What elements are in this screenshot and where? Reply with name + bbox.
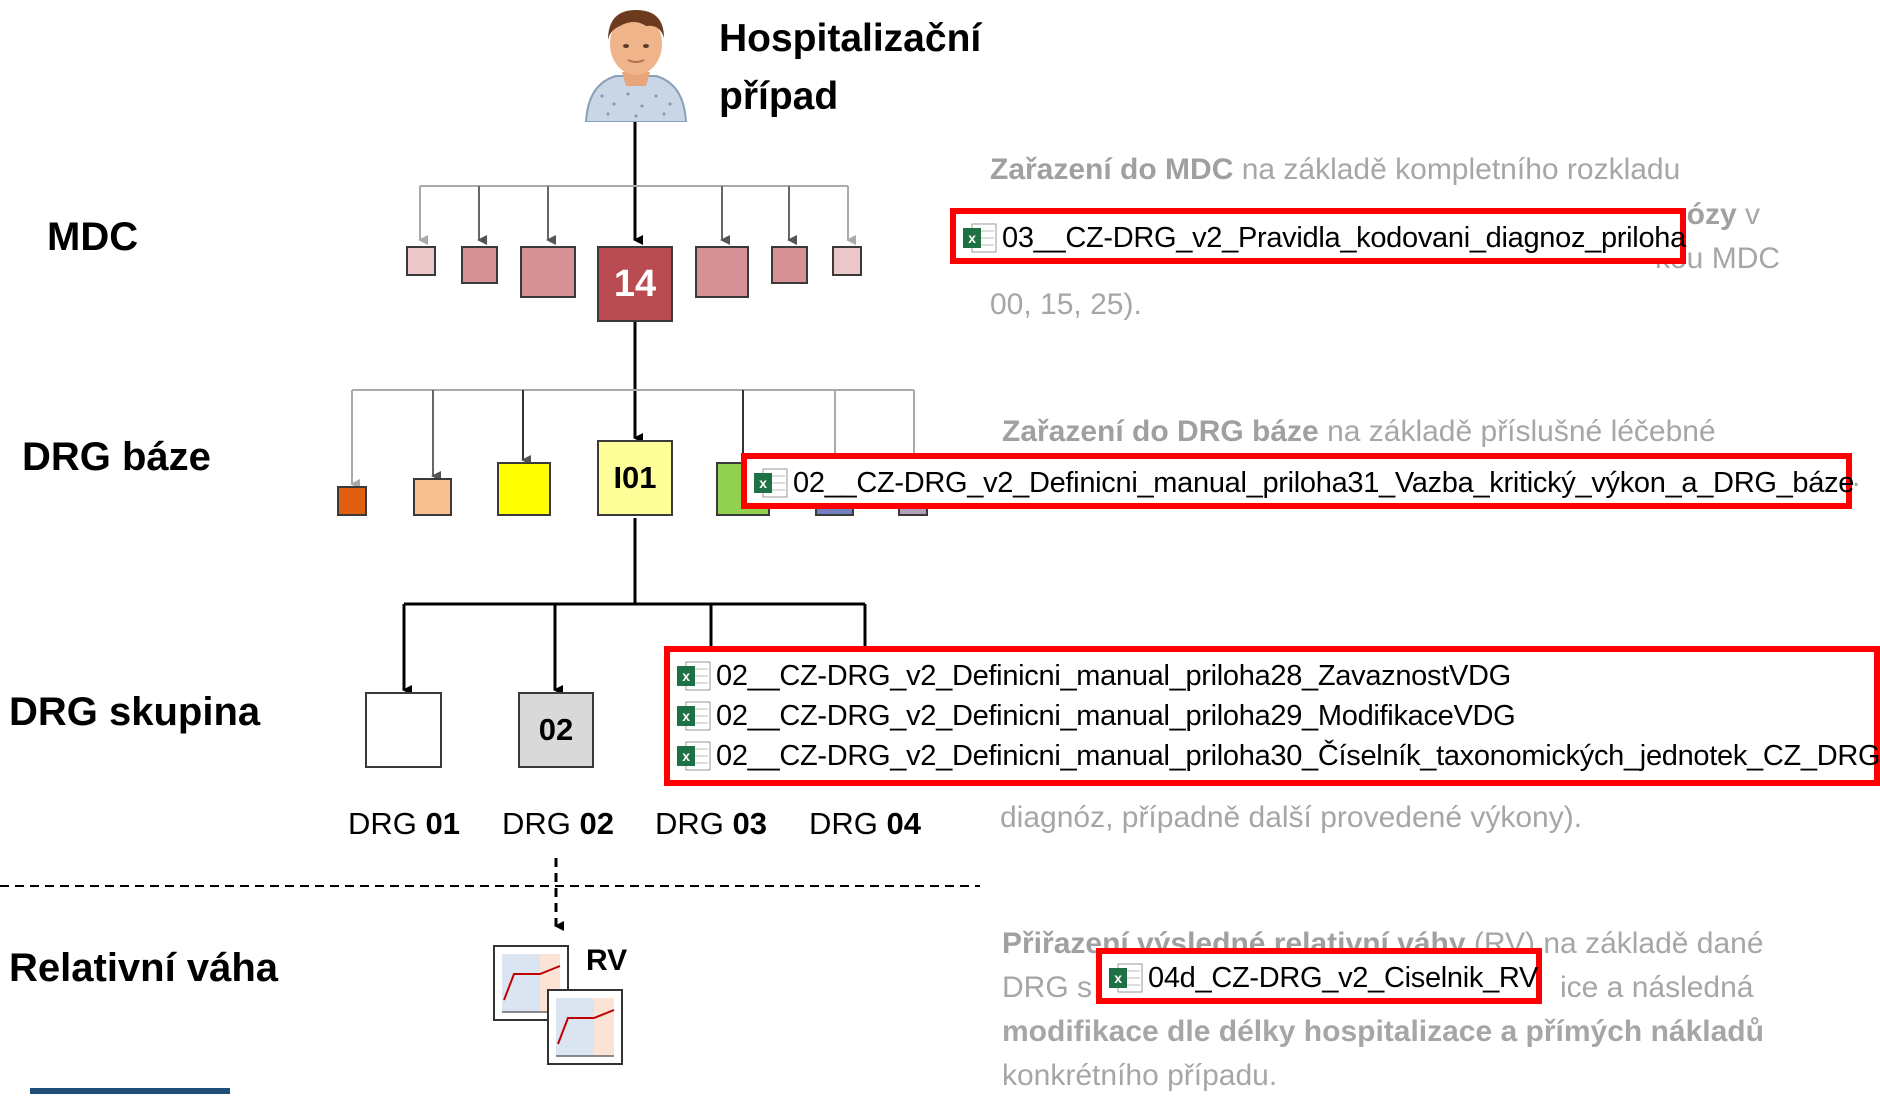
drg-label-04: DRG 04: [809, 806, 921, 842]
mdc-box: [461, 246, 498, 284]
svg-text:x: x: [682, 708, 690, 724]
skupina-box-01: [365, 692, 442, 768]
mdc-selected-label: 14: [613, 262, 657, 305]
drg-label-01: DRG 01: [348, 806, 460, 842]
desc-rv-line2b: ice a následná: [1560, 971, 1754, 1004]
desc-mdc-line2-tail: v: [1736, 198, 1761, 231]
mdc-box: [406, 246, 436, 276]
desc-mdc-line4: 00, 15, 25).: [990, 288, 1142, 321]
base-box-selected: I01: [597, 440, 673, 516]
skupina-selected-label: 02: [538, 712, 574, 747]
file-name: 02__CZ-DRG_v2_Definicni_manual_priloha30…: [716, 739, 1880, 772]
file-name: 02__CZ-DRG_v2_Definicni_manual_priloha28…: [716, 659, 1511, 692]
patient-title-line2: případ: [719, 75, 839, 118]
file-entry[interactable]: x 02__CZ-DRG_v2_Definicni_manual_priloha…: [753, 463, 1854, 503]
excel-file-icon: x: [754, 468, 788, 498]
excel-file-icon: x: [1109, 963, 1143, 993]
base-box: [497, 462, 551, 516]
desc-rv-line3: modifikace dle délky hospitalizace a pří…: [1002, 1015, 1764, 1048]
desc-mdc-text: na základě kompletního rozkladu: [1233, 153, 1681, 186]
footer-bar-fragment: [30, 1088, 230, 1094]
excel-file-icon: x: [963, 223, 997, 253]
file-entry[interactable]: x 02__CZ-DRG_v2_Definicni_manual_priloha…: [676, 696, 1864, 736]
level-label-drg-baze: DRG báze: [22, 435, 211, 479]
patient-title-line1: Hospitalizační: [719, 17, 982, 60]
desc-mdc: Zařazení do MDC na základě kompletního r…: [990, 148, 1680, 192]
level-label-relativni-vaha: Relativní váha: [9, 946, 279, 990]
desc-baze-bold: Zařazení do DRG báze: [1002, 415, 1319, 448]
desc-skupina-last: diagnóz, případně další provedené výkony…: [1000, 801, 1583, 834]
file-entry[interactable]: x 02__CZ-DRG_v2_Definicni_manual_priloha…: [676, 656, 1864, 696]
base-box: [337, 486, 367, 516]
mdc-box: [695, 246, 749, 298]
svg-text:x: x: [759, 475, 767, 491]
drg-prefix: DRG: [348, 806, 426, 841]
file-box-mdc[interactable]: x 03__CZ-DRG_v2_Pravidla_kodovani_diagno…: [950, 208, 1686, 264]
drg-number: 03: [732, 806, 767, 841]
patient-title: Hospitalizační případ: [719, 10, 981, 126]
file-box-rv[interactable]: x 04d_CZ-DRG_v2_Ciselnik_RV: [1096, 948, 1542, 1004]
svg-text:x: x: [682, 748, 690, 764]
file-entry[interactable]: x 03__CZ-DRG_v2_Pravidla_kodovani_diagno…: [962, 218, 1686, 258]
drg-label-03: DRG 03: [655, 806, 767, 842]
drg-prefix: DRG: [655, 806, 733, 841]
drg-prefix: DRG: [809, 806, 887, 841]
file-name: 02__CZ-DRG_v2_Definicni_manual_priloha31…: [793, 466, 1855, 499]
mdc-box-selected: 14: [597, 246, 673, 322]
rv-chart-icon: [493, 945, 623, 1065]
file-entry[interactable]: x 02__CZ-DRG_v2_Definicni_manual_priloha…: [676, 736, 1880, 776]
drg-label-02: DRG 02: [502, 806, 614, 842]
desc-mdc-bold: Zařazení do MDC: [990, 153, 1234, 186]
drg-number: 02: [579, 806, 614, 841]
file-name: 04d_CZ-DRG_v2_Ciselnik_RV: [1148, 961, 1539, 994]
excel-file-icon: x: [677, 701, 711, 731]
svg-text:x: x: [968, 230, 976, 246]
file-entry[interactable]: x 04d_CZ-DRG_v2_Ciselnik_RV: [1108, 958, 1538, 998]
file-name: 02__CZ-DRG_v2_Definicni_manual_priloha29…: [716, 699, 1516, 732]
desc-baze: Zařazení do DRG báze na základě příslušn…: [1002, 410, 1716, 454]
desc-baze-text: na základě příslušné léčebné: [1318, 415, 1716, 448]
desc-rv-line2a: DRG s: [1002, 971, 1092, 1004]
base-selected-label: I01: [613, 460, 657, 495]
drg-prefix: DRG: [502, 806, 580, 841]
drg-number: 01: [425, 806, 460, 841]
excel-file-icon: x: [677, 661, 711, 691]
level-label-mdc: MDC: [47, 215, 139, 259]
svg-text:x: x: [1114, 970, 1122, 986]
excel-file-icon: x: [677, 741, 711, 771]
rv-label: RV: [586, 944, 628, 977]
svg-text:x: x: [682, 668, 690, 684]
base-box: [413, 478, 452, 516]
file-name: 03__CZ-DRG_v2_Pravidla_kodovani_diagnoz_…: [1002, 221, 1686, 254]
skupina-box-selected: 02: [518, 692, 594, 768]
level-label-drg-skupina: DRG skupina: [9, 690, 261, 734]
file-box-skupina[interactable]: x 02__CZ-DRG_v2_Definicni_manual_priloha…: [664, 646, 1880, 786]
mdc-box: [520, 246, 576, 298]
drg-number: 04: [886, 806, 921, 841]
mdc-box: [832, 246, 862, 276]
patient-icon: [584, 10, 688, 122]
file-box-baze[interactable]: x 02__CZ-DRG_v2_Definicni_manual_priloha…: [741, 453, 1854, 509]
desc-rv-line4: konkrétního případu.: [1002, 1059, 1278, 1092]
mdc-box: [771, 246, 808, 284]
